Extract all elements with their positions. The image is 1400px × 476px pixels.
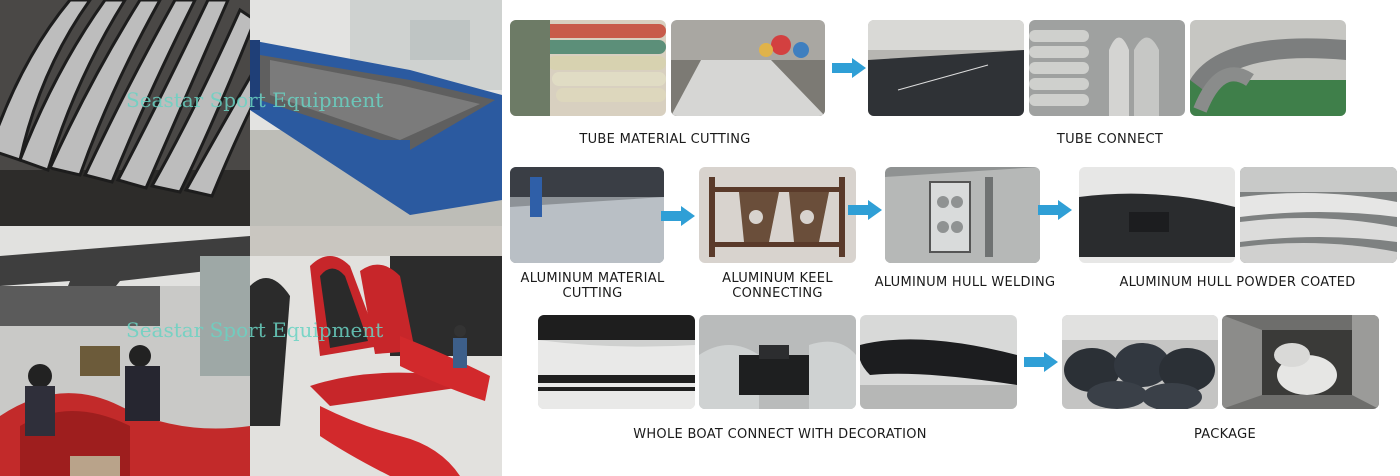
photo-aluminum-cutting bbox=[510, 167, 664, 263]
caption-aluminum-material-cutting: ALUMINUM MATERIAL CUTTING bbox=[520, 271, 665, 301]
photo-cutting-table bbox=[671, 20, 825, 116]
arrow-right-icon-3 bbox=[848, 200, 882, 220]
arrow-right-icon-5 bbox=[1024, 352, 1058, 372]
photo-coated-hulls-stacked bbox=[1240, 167, 1397, 263]
photo-tube-bends bbox=[1029, 20, 1185, 116]
photo-tube-rolls bbox=[510, 20, 666, 116]
caption-package: PACKAGE bbox=[1193, 427, 1257, 442]
caption-aluminum-keel-connecting: ALUMINUM KEEL CONNECTING bbox=[722, 271, 833, 301]
photo-packaged-boats bbox=[1062, 315, 1218, 409]
photo-aluminum-keel bbox=[699, 167, 856, 263]
photo-tube-gluing bbox=[868, 20, 1024, 116]
photo-powder-coated-hull bbox=[1079, 167, 1235, 263]
photo-boat-side-stripes bbox=[538, 315, 695, 409]
photo-boat-bow bbox=[860, 315, 1017, 409]
caption-aluminum-hull-welding: ALUMINUM HULL WELDING bbox=[874, 275, 1056, 290]
caption-tube-connect: TUBE CONNECT bbox=[1056, 132, 1164, 147]
photo-hull-welding bbox=[885, 167, 1040, 263]
caption-whole-boat-connect: WHOLE BOAT CONNECT WITH DECORATION bbox=[633, 427, 927, 442]
photo-container-loading bbox=[1222, 315, 1379, 409]
photo-tube-assembled bbox=[1190, 20, 1346, 116]
arrow-right-icon-4 bbox=[1038, 200, 1072, 220]
arrow-right-icon-2 bbox=[661, 206, 695, 226]
caption-aluminum-hull-powder-coated: ALUMINUM HULL POWDER COATED bbox=[1119, 275, 1356, 290]
caption-tube-material-cutting: TUBE MATERIAL CUTTING bbox=[579, 132, 751, 147]
photo-boat-interior bbox=[699, 315, 856, 409]
arrow-right-icon bbox=[832, 58, 866, 78]
